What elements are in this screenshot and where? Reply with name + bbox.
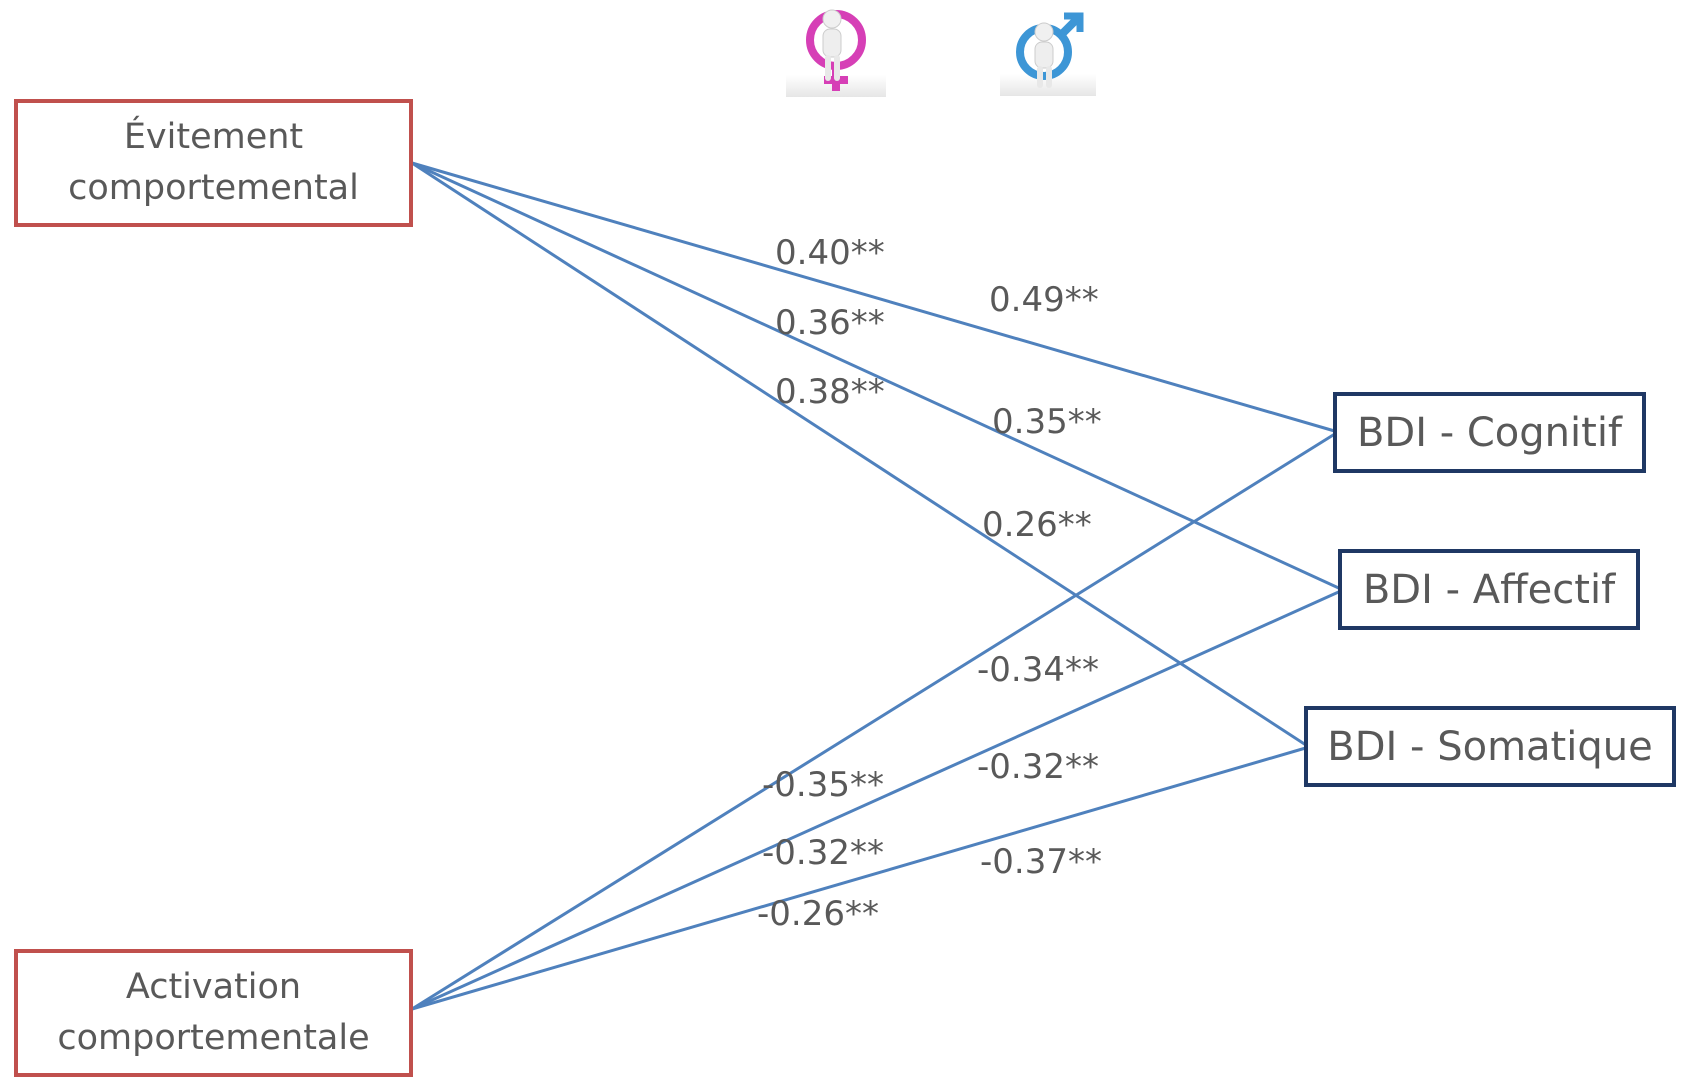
path-lines (411, 161, 1344, 1011)
path-avoidance-affective (411, 161, 1344, 592)
predictor-label-avoidance-line1: Évitement (123, 117, 304, 157)
coef-male-activation-somatic: -0.37** (980, 842, 1102, 882)
coef-female-avoidance-somatic: 0.38** (775, 372, 885, 412)
predictor-box-activation: Activation comportementale (14, 949, 413, 1077)
predictor-label-avoidance-line2: comportemental (68, 168, 359, 208)
coef-male-activation-affective: -0.32** (977, 747, 1099, 787)
outcome-box-cognitive: BDI - Cognitif (1333, 392, 1646, 473)
outcome-label-somatic: BDI - Somatique (1327, 723, 1653, 770)
coef-female-avoidance-affective: 0.36** (775, 303, 885, 343)
coef-female-activation-cognitive: -0.35** (762, 765, 884, 805)
predictor-label-activation-line1: Activation (125, 967, 302, 1007)
coef-male-avoidance-somatic: 0.26** (982, 505, 1092, 545)
coef-female-activation-somatic: -0.26** (757, 894, 879, 934)
path-activation-cognitive (411, 430, 1339, 1011)
coef-male-activation-cognitive: -0.34** (977, 650, 1099, 690)
predictor-box-avoidance: Évitement comportemental (14, 99, 413, 227)
coef-male-avoidance-cognitive: 0.49** (989, 280, 1099, 320)
predictor-label-activation-line2: comportementale (57, 1018, 370, 1058)
path-avoidance-cognitive (411, 161, 1339, 434)
path-activation-affective (411, 588, 1344, 1011)
outcome-box-affective: BDI - Affectif (1338, 549, 1640, 630)
outcome-label-cognitive: BDI - Cognitif (1356, 409, 1623, 456)
coef-male-avoidance-affective: 0.35** (992, 402, 1102, 442)
male-figure-icon (1000, 12, 1096, 96)
coef-female-activation-affective: -0.32** (762, 833, 884, 873)
outcome-box-somatic: BDI - Somatique (1304, 706, 1676, 787)
path-activation-somatic (411, 745, 1310, 1011)
path-avoidance-somatic (411, 161, 1310, 749)
outcome-label-affective: BDI - Affectif (1362, 566, 1616, 613)
coef-female-avoidance-cognitive: 0.40** (775, 233, 885, 273)
female-figure-icon (786, 5, 886, 97)
